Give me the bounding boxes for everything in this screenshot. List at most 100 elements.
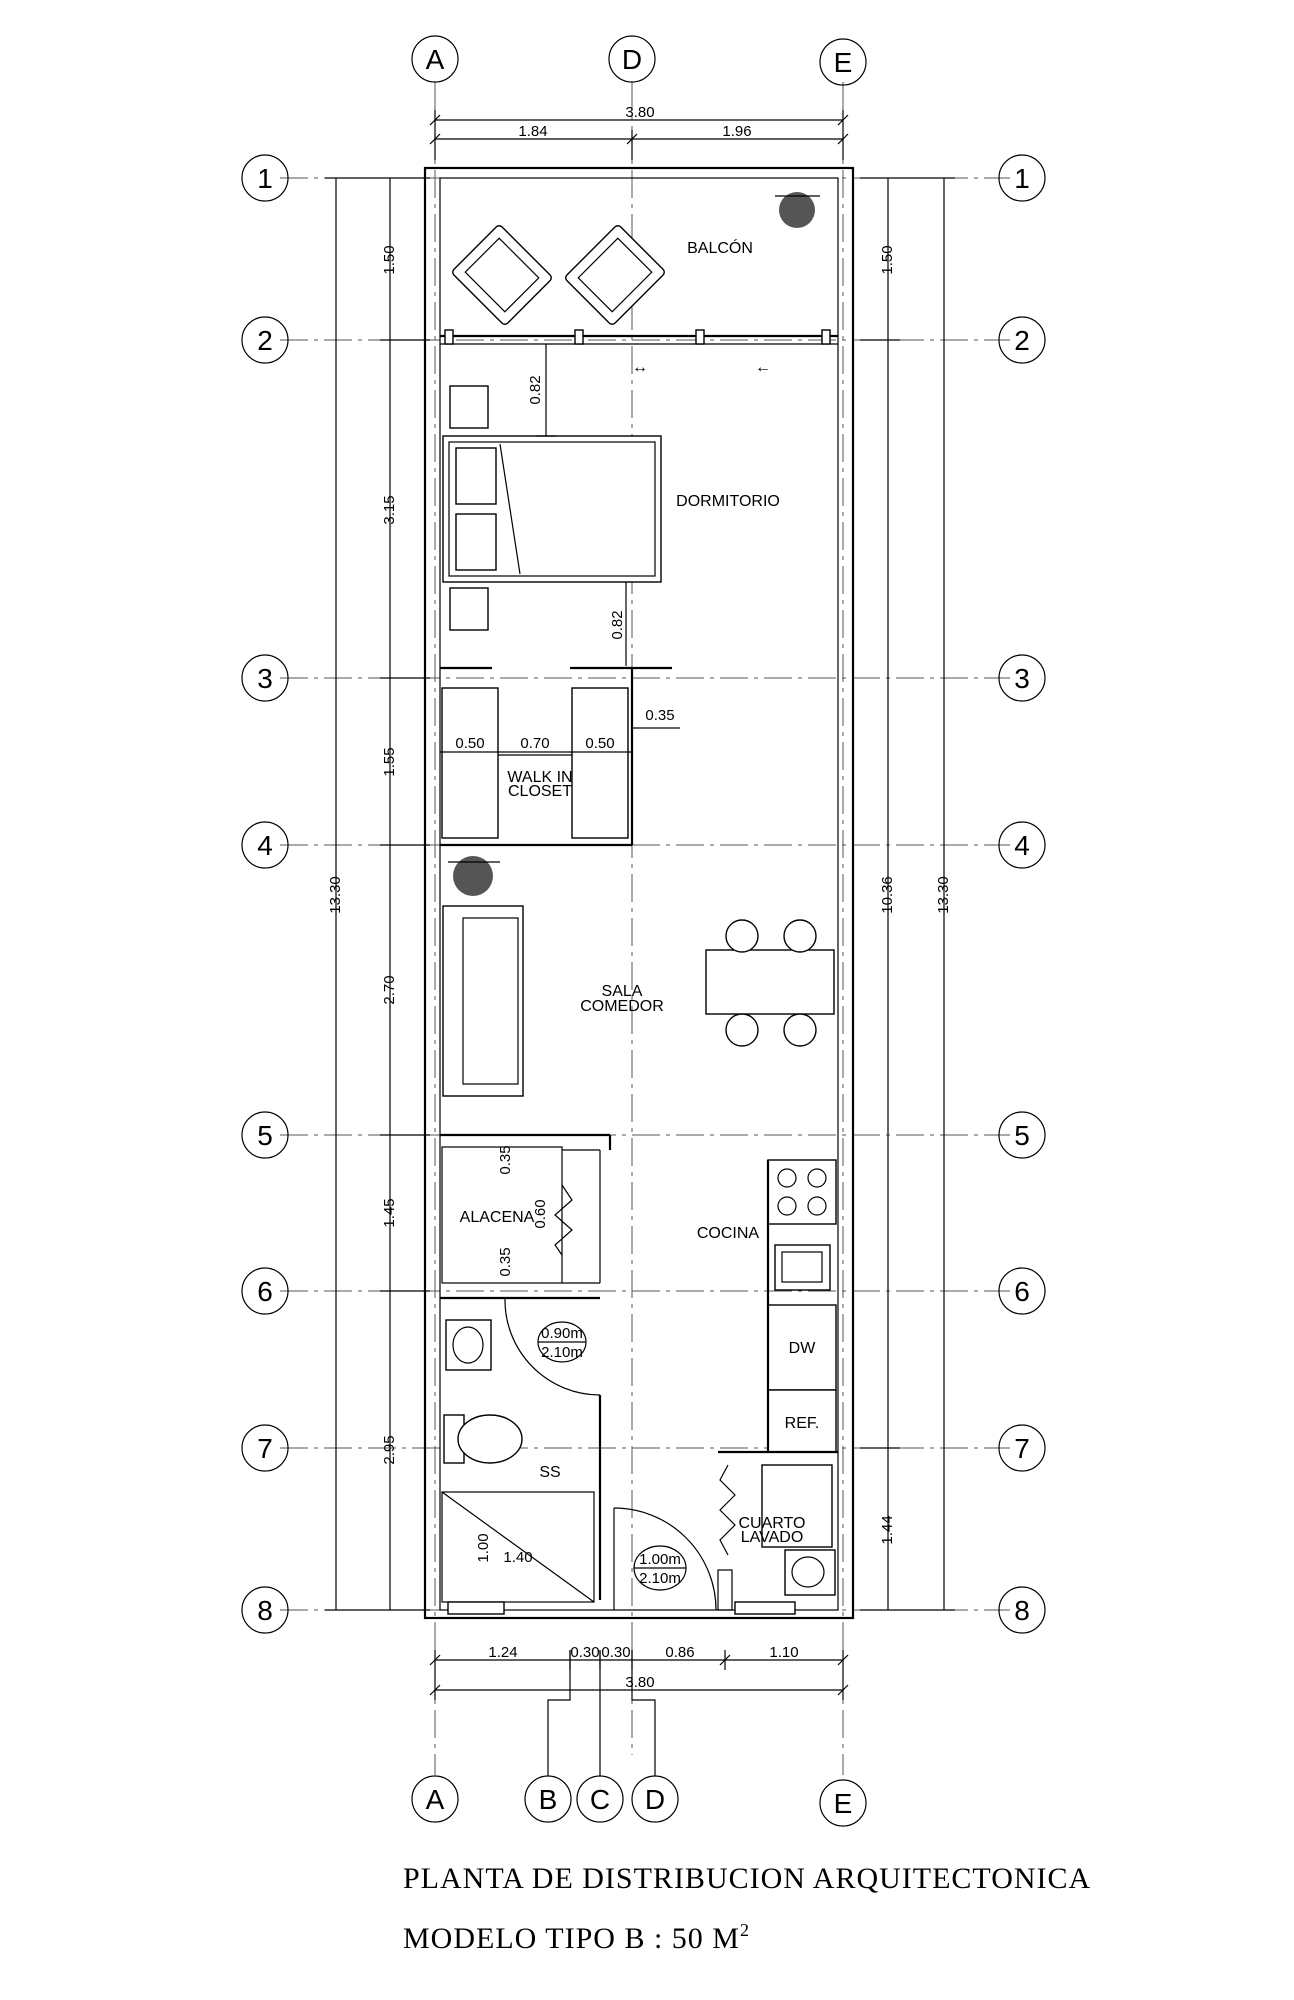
room-label-walkin-1: WALK IN [507,769,572,786]
axis-label-right-5: 5 [1014,1120,1030,1151]
title-line-2-text: MODELO TIPO B : 50 M [403,1922,740,1955]
armchair-left [452,225,552,325]
room-label-ss: SS [539,1464,560,1481]
dim-left-1: 1.50 [381,245,398,274]
title-line-2: MODELO TIPO B : 50 M2 [403,1920,750,1955]
title-superscript: 2 [740,1920,750,1940]
dim-left-3: 1.55 [381,747,398,776]
plant-balcony [779,192,815,228]
room-label-lavado: LAVADO [741,1529,804,1546]
room-label-comedor: COMEDOR [580,998,664,1015]
dim-shower-h: 1.00 [475,1533,492,1562]
axis-label-bottom-d: D [645,1784,665,1815]
axis-label-left-7: 7 [257,1433,273,1464]
axis-label-right-2: 2 [1014,325,1030,356]
dim-alacena-mid: 0.60 [532,1199,549,1228]
room-label-walkin-2: CLOSET [508,783,572,800]
dim-closet-3: 0.50 [585,735,614,752]
dim-bed-bottom: 0.82 [609,610,626,639]
washer [761,1464,833,1548]
dim-left-4: 2.70 [381,975,398,1004]
room-label-dw: DW [789,1340,817,1357]
room-label-sala: SALA [602,983,643,1000]
title-line-1: PLANTA DE DISTRIBUCION ARQUITECTONICA [403,1862,1091,1895]
sofa [442,905,524,1097]
dim-left-2: 3.15 [381,495,398,524]
dim-bottom-total: 3.80 [625,1674,654,1691]
door-main-width: 1.00m [639,1551,681,1568]
dimension-top: 3.80 1.84 1.96 [429,104,849,160]
dim-top-left: 1.84 [518,123,547,140]
room-label-cuarto: CUARTO [739,1515,806,1532]
balcony: BALCÓN [440,192,838,345]
room-label-balcon: BALCÓN [687,238,753,257]
dim-right-total: 13.30 [935,876,952,914]
axis-bubble-bottom-e [819,1779,867,1827]
toilet [443,1414,523,1464]
axis-bubble-top-d [608,35,656,83]
door-ss-width: 0.90m [541,1325,583,1342]
axis-label-right-3: 3 [1014,663,1030,694]
living-dining: SALA COMEDOR [442,856,835,1097]
axis-label-top-a: A [426,44,445,75]
svg-text:←: ← [755,359,771,376]
pantry: 0.35 0.60 0.35 ALACENA [440,1133,612,1284]
nightstand-bottom [449,587,489,631]
dim-bottom-3: 0.30 [601,1644,630,1661]
door-ss-height: 2.10m [541,1344,583,1361]
axis-bubble-bottom-a [411,1775,459,1823]
dim-right-top: 1.50 [879,245,896,274]
axis-label-right-8: 8 [1014,1595,1030,1626]
bedroom: 0.82 0.82 DORMITORIO ↔ ← [442,344,780,666]
dim-left-6: 2.95 [381,1435,398,1464]
dim-closet-side: 0.35 [645,707,674,724]
shower [441,1491,595,1603]
axis-label-right-4: 4 [1014,830,1030,861]
axis-label-bottom-e: E [834,1788,853,1819]
axis-label-top-d: D [622,44,642,75]
dim-top-right: 1.96 [722,123,751,140]
axis-label-left-2: 2 [257,325,273,356]
axis-bubbles-left: 1 2 3 4 5 6 7 8 [241,154,289,1634]
room-label-cocina: COCINA [697,1225,760,1242]
dim-shower-w: 1.40 [503,1549,532,1566]
axis-bubbles-bottom: A B C D E [411,1650,867,1827]
stove [767,1159,837,1225]
dim-right-bottom: 1.44 [879,1515,896,1544]
dim-bottom-4: 0.86 [665,1644,694,1661]
axis-label-left-1: 1 [257,163,273,194]
axis-bubble-top-e [819,38,867,86]
room-label-ref: REF. [785,1415,820,1432]
axis-label-left-3: 3 [257,663,273,694]
bathroom: 1.00 1.40 SS 0.90m 2.10m [440,1296,602,1603]
dim-left-5: 1.45 [381,1198,398,1227]
door-main-height: 2.10m [639,1570,681,1587]
axis-bubbles-right: 1 2 3 4 5 6 7 8 [998,154,1046,1634]
dim-top-total: 3.80 [625,104,654,121]
dim-bottom-1: 1.24 [488,1644,517,1661]
dimension-right: 1.50 10.36 1.44 13.30 [860,177,955,1611]
room-label-dormitorio: DORMITORIO [676,493,780,510]
dim-right-mid: 10.36 [879,876,896,914]
axis-label-right-1: 1 [1014,163,1030,194]
axis-label-left-4: 4 [257,830,273,861]
svg-text:↔: ↔ [632,359,648,376]
entry-door: 1.00m 2.10m [613,1507,717,1611]
dim-alacena-top: 0.35 [497,1145,514,1174]
axis-label-left-6: 6 [257,1276,273,1307]
axis-label-top-e: E [834,47,853,78]
walk-in-closet: 0.50 0.70 0.50 0.35 WALK IN CLOSET [440,666,680,847]
axis-label-bottom-c: C [590,1784,610,1815]
bottom-windows [447,1601,796,1615]
dim-bottom-5: 1.10 [769,1644,798,1661]
dimension-left: 1.50 3.15 1.55 2.70 1.45 2.95 13.30 [325,177,430,1611]
bed [442,435,662,583]
axis-label-bottom-b: B [539,1784,558,1815]
outer-walls [423,166,855,1620]
dim-alacena-bottom: 0.35 [497,1247,514,1276]
axis-label-left-5: 5 [257,1120,273,1151]
armchair-right [565,225,665,325]
axis-label-right-6: 6 [1014,1276,1030,1307]
axis-bubble-top-a [411,35,459,83]
